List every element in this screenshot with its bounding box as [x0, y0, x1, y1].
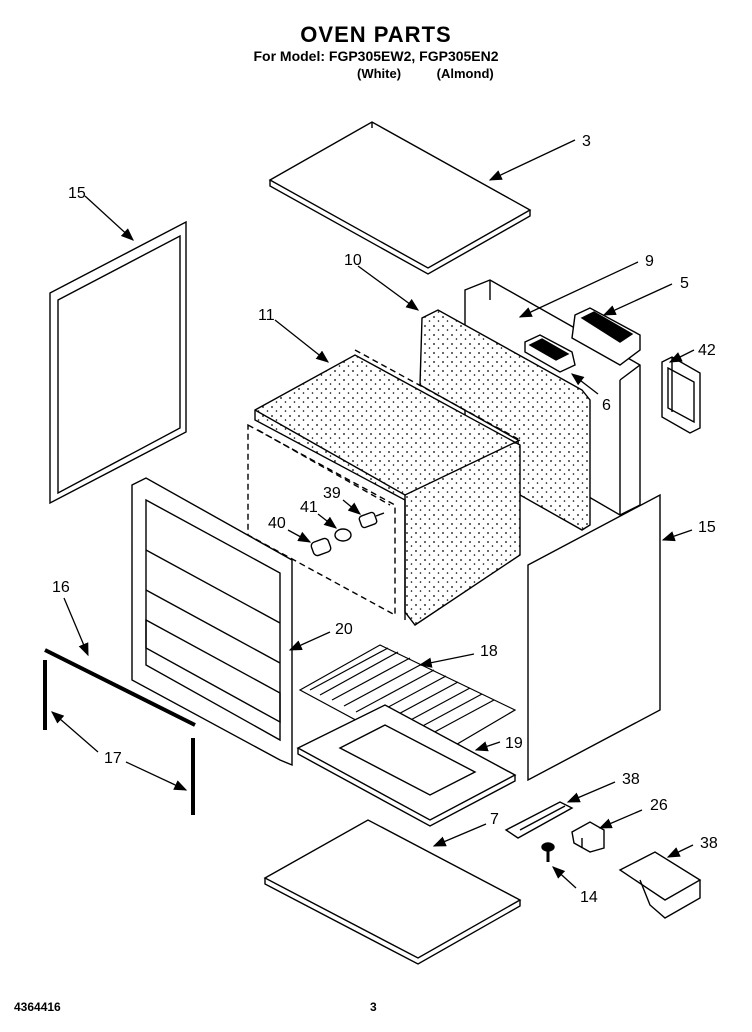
part-door-strip — [44, 648, 196, 727]
callout-17: 17 — [104, 750, 122, 767]
callout-41: 41 — [300, 499, 318, 516]
part-insulation-wrap — [254, 354, 521, 626]
callout-11: 11 — [258, 307, 275, 324]
callout-10: 10 — [344, 252, 362, 269]
leader-38b — [666, 844, 694, 858]
callout-38-a: 38 — [622, 771, 640, 788]
part-bottom-panel — [263, 819, 522, 965]
part-top-panel — [268, 121, 532, 275]
leader-40 — [287, 529, 312, 543]
page-number: 3 — [370, 1000, 377, 1014]
part-hinge-a — [504, 801, 574, 839]
callout-3: 3 — [582, 133, 591, 150]
color-almond: (Almond) — [436, 66, 494, 81]
model-subtitle: For Model: FGP305EW2, FGP305EN2 — [253, 48, 499, 64]
document-number: 4364416 — [14, 1000, 61, 1014]
callout-5: 5 — [680, 275, 689, 292]
part-oven-cavity — [247, 349, 521, 617]
leader-5 — [602, 283, 673, 316]
leader-17a — [51, 711, 99, 753]
callout-42: 42 — [698, 342, 716, 359]
callout-6: 6 — [602, 397, 611, 414]
callout-9: 9 — [645, 253, 654, 270]
callout-15-left: 15 — [68, 185, 86, 202]
part-hinge-b — [618, 851, 702, 919]
part-side-panel-right — [527, 493, 661, 782]
callout-40: 40 — [268, 515, 286, 532]
leader-39 — [342, 499, 362, 515]
leader-11 — [274, 319, 330, 363]
callout-7: 7 — [490, 811, 499, 828]
leader-18 — [418, 653, 475, 668]
part-vent — [571, 307, 641, 366]
leader-42 — [668, 349, 695, 363]
leader-38a — [566, 781, 616, 803]
leader-3 — [488, 139, 576, 181]
leader-26 — [598, 809, 643, 829]
part-door-frame — [131, 477, 293, 767]
leader-16 — [63, 597, 89, 657]
part-40-fitting — [310, 537, 332, 557]
part-door-strips-side — [43, 660, 195, 815]
color-variants: (White) (Almond) — [357, 66, 494, 81]
leader-19 — [474, 741, 501, 752]
leader-20 — [288, 631, 331, 651]
leader-10 — [357, 265, 420, 311]
leader-6 — [570, 373, 599, 395]
callout-14: 14 — [580, 889, 598, 906]
callout-39: 39 — [323, 485, 341, 502]
part-broiler-pan — [296, 704, 517, 827]
callout-18: 18 — [480, 643, 498, 660]
callout-16: 16 — [52, 579, 70, 596]
part-39-fitting — [358, 511, 385, 529]
page-title: OVEN PARTS — [300, 22, 452, 47]
callout-20: 20 — [335, 621, 353, 638]
part-bracket — [661, 356, 701, 434]
callout-19: 19 — [505, 735, 523, 752]
leader-14 — [552, 866, 577, 889]
leader-41 — [317, 513, 338, 529]
color-white: (White) — [357, 66, 402, 81]
leader-9 — [518, 261, 639, 318]
leader-17b — [125, 761, 188, 791]
part-screw — [541, 842, 555, 862]
part-41-fitting — [334, 528, 352, 542]
part-side-panel-left — [49, 220, 187, 505]
leader-15a — [84, 195, 134, 241]
leader-7 — [432, 823, 487, 847]
leader-15b — [661, 529, 693, 542]
callout-15-right: 15 — [698, 519, 716, 536]
part-clip — [571, 821, 605, 853]
callout-26: 26 — [650, 797, 668, 814]
callout-38-b: 38 — [700, 835, 718, 852]
part-vent-duct — [524, 334, 576, 373]
